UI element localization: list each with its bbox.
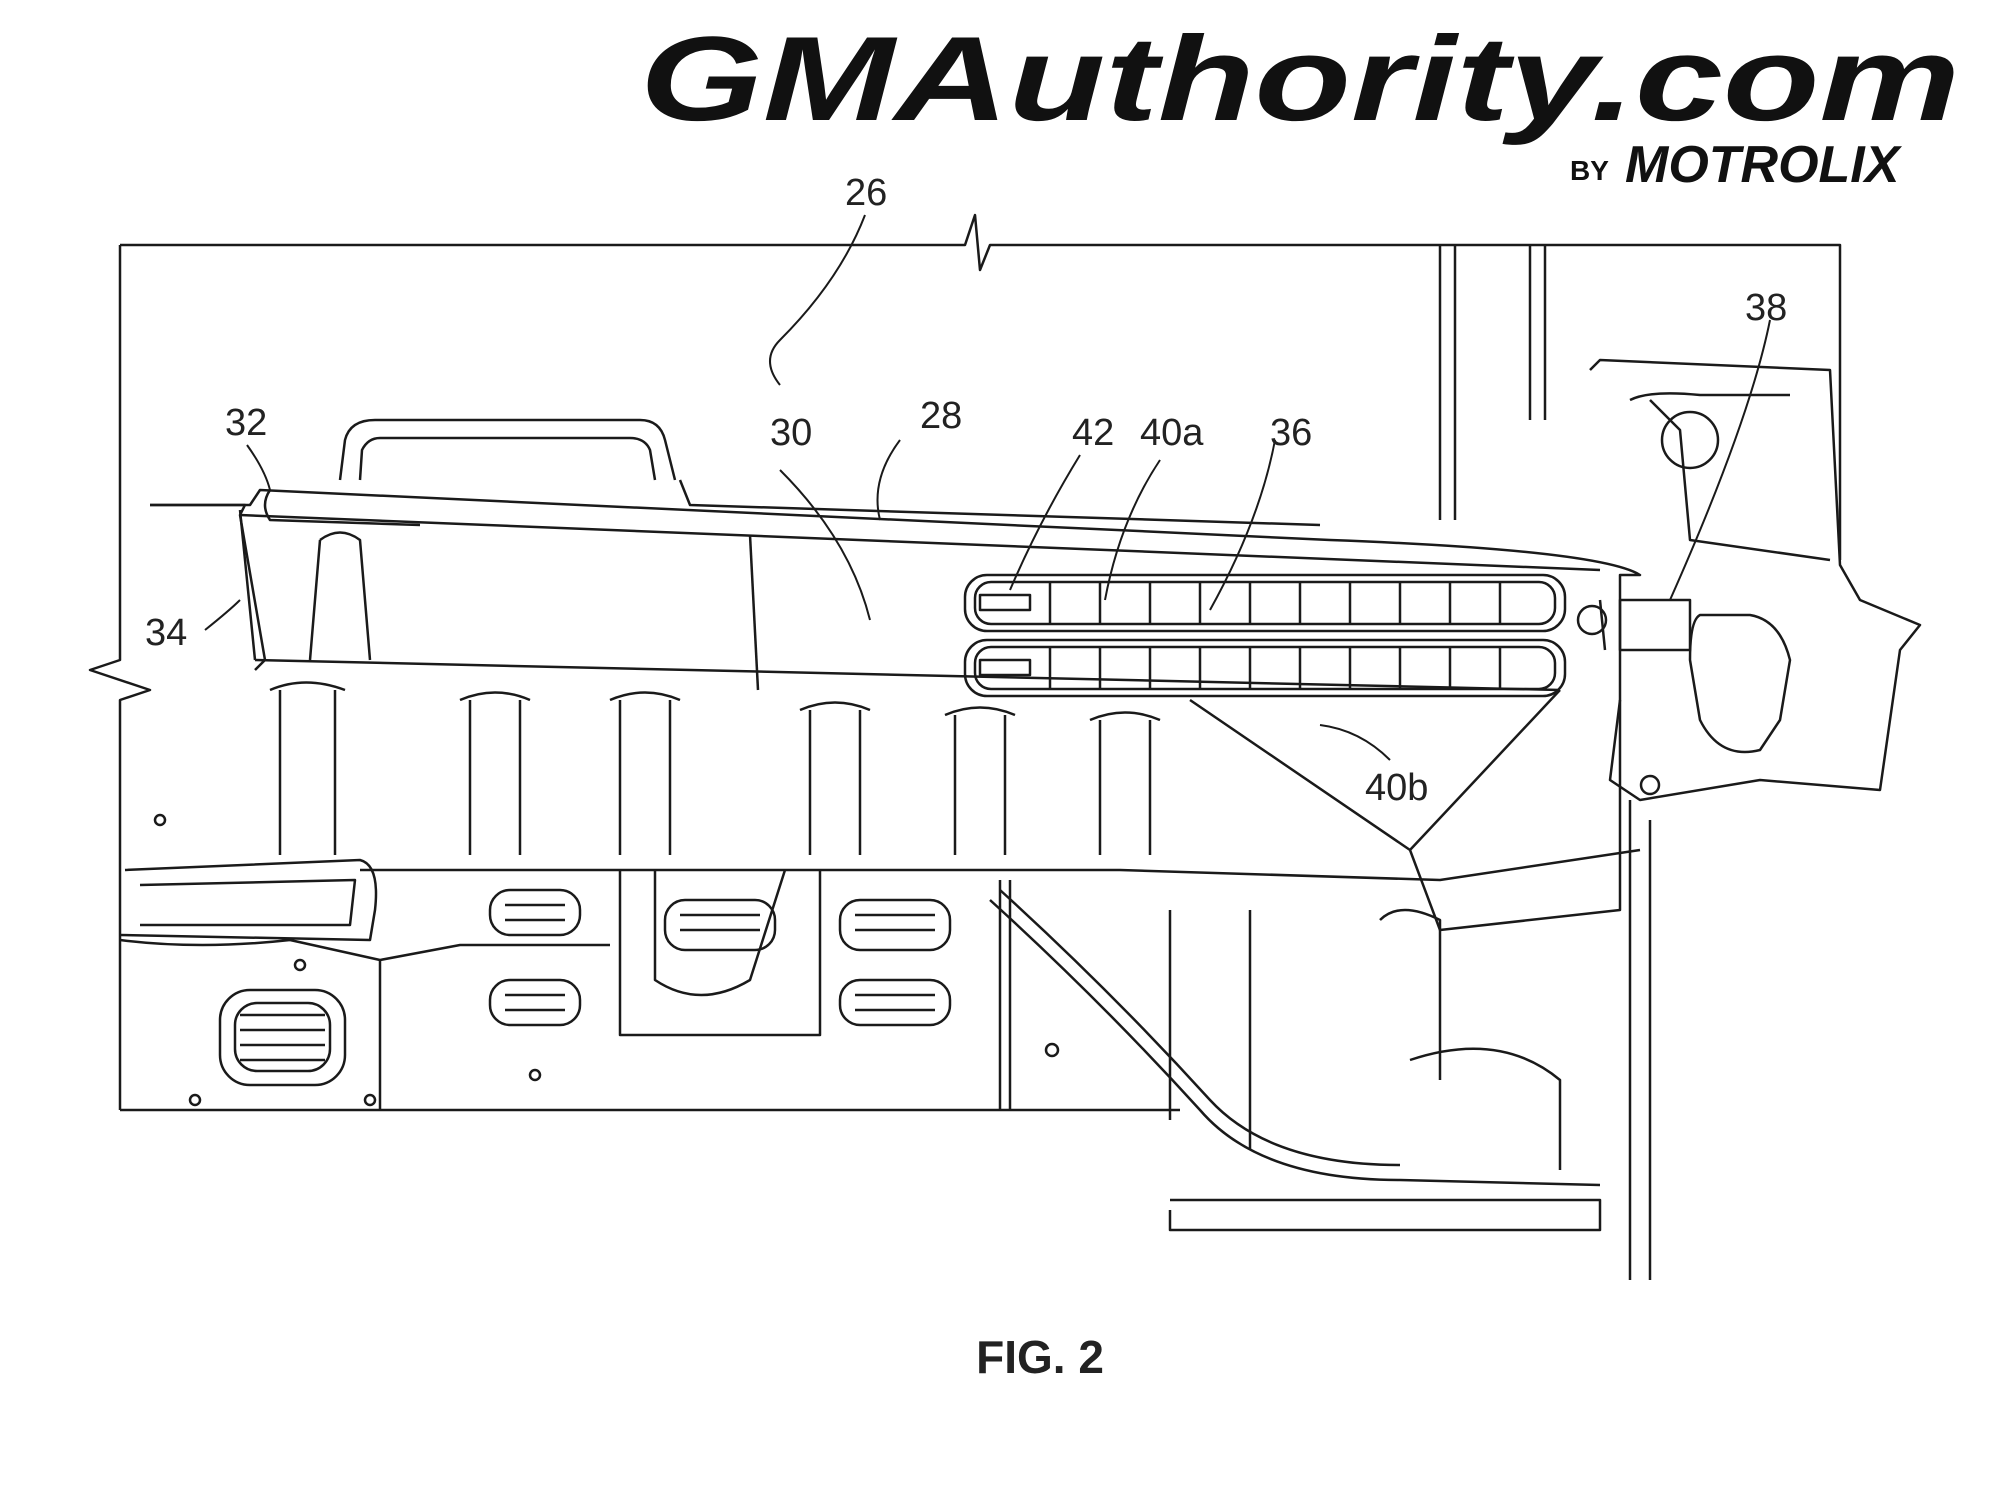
support-columns — [270, 683, 1160, 856]
ref-40b: 40b — [1365, 767, 1428, 809]
ref-38: 38 — [1745, 287, 1787, 329]
floor-holes — [155, 815, 1058, 1105]
ref-26: 26 — [845, 172, 887, 214]
ref-32: 32 — [225, 402, 267, 444]
ref-28: 28 — [920, 395, 962, 437]
figure-caption: FIG. 2 — [960, 1330, 1120, 1384]
ref-40a: 40a — [1140, 412, 1204, 454]
ref-34: 34 — [145, 612, 187, 654]
ref-36: 36 — [1270, 412, 1312, 454]
tray-body — [150, 490, 1640, 930]
right-bracket — [1578, 360, 1920, 1280]
reference-numerals: 26 28 30 32 34 36 38 40a 40b 42 — [145, 172, 1787, 809]
ref-42: 42 — [1072, 412, 1114, 454]
floor-grilles — [220, 890, 950, 1085]
frame-left — [90, 245, 150, 1110]
floor-pan — [120, 850, 1640, 1230]
ref-30: 30 — [770, 412, 812, 454]
leader-lines — [205, 215, 1770, 760]
frame-outline — [120, 215, 1840, 560]
